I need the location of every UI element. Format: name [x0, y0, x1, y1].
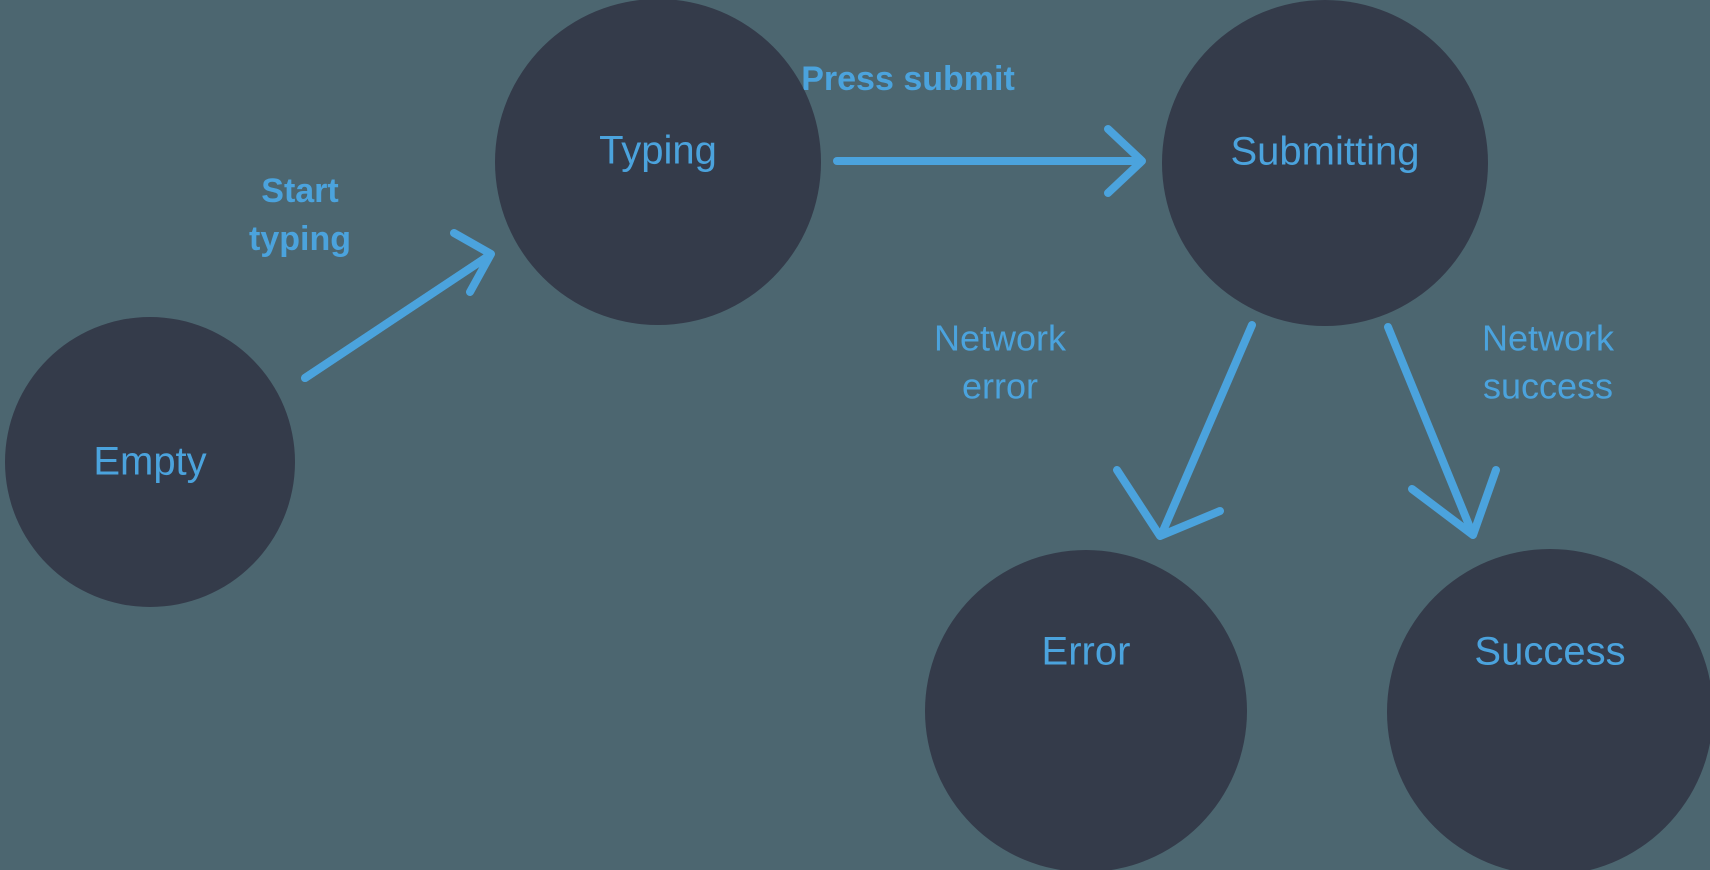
state-node-success-label: Success: [1474, 630, 1625, 674]
state-node-typing[interactable]: Typing: [495, 0, 821, 325]
state-node-typing-circle: [495, 0, 821, 325]
edges-layer: Start typing Press submit Network error: [249, 60, 1615, 540]
state-node-success[interactable]: Success: [1387, 549, 1710, 870]
edge-label-press-submit: Press submit: [801, 60, 1015, 98]
edge-label-network-error-line2: error: [962, 366, 1038, 407]
edge-label-start-typing-line2: typing: [249, 220, 351, 258]
state-node-submitting-circle: [1162, 0, 1488, 326]
edge-empty-to-typing-arrowhead-icon: [450, 229, 495, 296]
state-node-submitting[interactable]: Submitting: [1162, 0, 1488, 326]
edge-typing-to-submitting[interactable]: Press submit: [801, 60, 1146, 197]
edge-submitting-to-error-shaft: [1159, 321, 1256, 535]
edge-label-start-typing-line1: Start: [261, 172, 338, 210]
state-node-error-circle: [925, 550, 1247, 870]
state-node-submitting-label: Submitting: [1231, 130, 1420, 174]
edge-empty-to-typing-shaft: [301, 251, 494, 382]
edge-typing-to-submitting-arrowhead-icon: [1104, 125, 1146, 197]
state-node-empty[interactable]: Empty: [5, 317, 295, 607]
state-node-empty-label: Empty: [93, 440, 206, 484]
state-node-error[interactable]: Error: [925, 550, 1247, 870]
edge-label-network-success-line2: success: [1483, 366, 1613, 407]
edge-submitting-to-success-arrowhead-icon: [1408, 466, 1500, 539]
edge-submitting-to-error[interactable]: Network error: [934, 318, 1256, 540]
edge-label-network-success-line1: Network: [1482, 318, 1615, 359]
edge-label-network-error-line1: Network: [934, 318, 1067, 359]
state-node-empty-circle: [5, 317, 295, 607]
nodes-layer: Empty Typing Submitting Error Success: [5, 0, 1710, 870]
edge-submitting-to-success-shaft: [1384, 323, 1475, 534]
state-node-error-label: Error: [1042, 630, 1131, 674]
edge-submitting-to-error-arrowhead-icon: [1113, 466, 1224, 540]
state-node-typing-label: Typing: [599, 129, 717, 173]
state-node-success-circle: [1387, 549, 1710, 870]
edge-submitting-to-success[interactable]: Network success: [1384, 318, 1615, 539]
edge-empty-to-typing[interactable]: Start typing: [249, 172, 495, 382]
